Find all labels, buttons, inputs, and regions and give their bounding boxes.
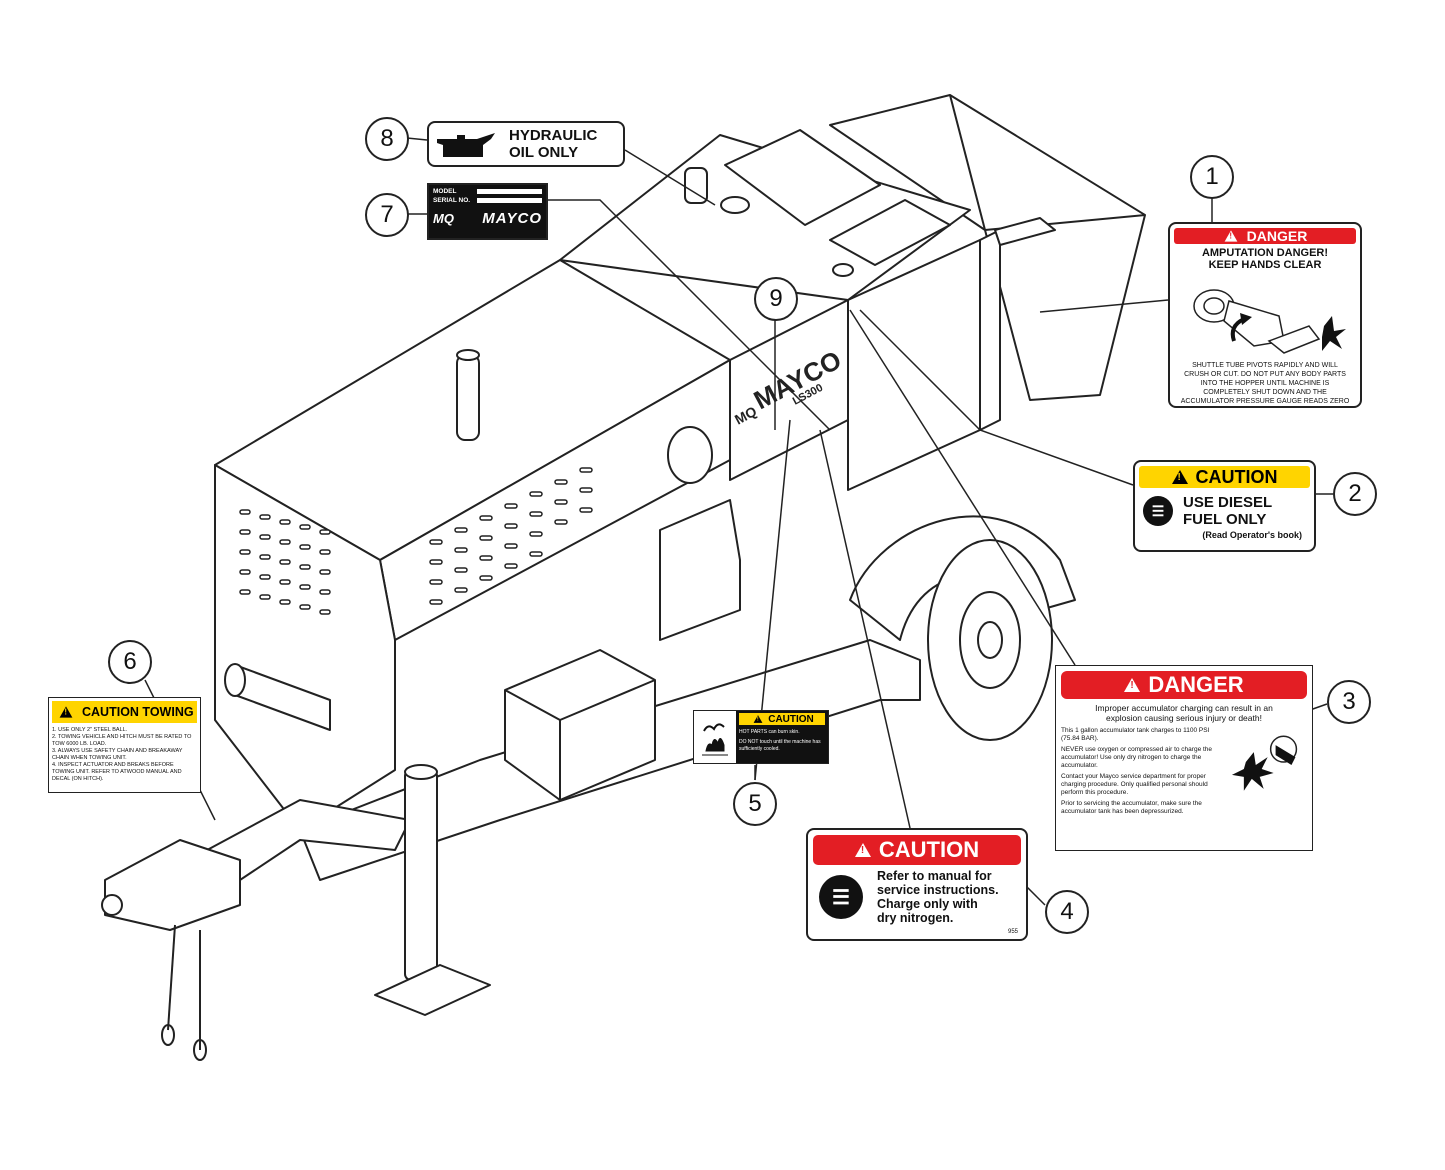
callout-7: 7	[365, 193, 409, 237]
model-field	[477, 189, 542, 194]
hot-parts-line-1: HOT PARTS can burn skin.	[739, 729, 800, 735]
nitrogen-code: 955	[1007, 929, 1018, 935]
mayco-logo: MAYCO	[482, 210, 542, 227]
leader-4	[819, 429, 911, 829]
decal-diesel-caution: CAUTION ☰ USE DIESEL FUEL ONLY (Read Ope…	[1133, 460, 1316, 552]
coupler	[104, 839, 241, 931]
diesel-line-1: USE DIESEL	[1183, 494, 1273, 511]
decal-hydraulic-oil: HYDRAULIC OIL ONLY	[427, 121, 625, 167]
hot-parts-line-2: DO NOT touch until the machine has suffi…	[739, 739, 821, 752]
serial-label: SERIAL NO.	[433, 197, 471, 204]
decal-amputation-danger: DANGER AMPUTATION DANGER! KEEP HANDS CLE…	[1168, 222, 1362, 408]
serial-field	[477, 198, 542, 203]
callout-2: 2	[1333, 472, 1377, 516]
callout-1: 1	[1190, 155, 1234, 199]
hot-surface-hand-icon	[694, 711, 736, 763]
leader-2	[859, 309, 1134, 486]
read-manual-icon: ☰	[1143, 496, 1173, 526]
callout-5: 5	[733, 782, 777, 826]
jack-stand	[404, 769, 438, 981]
callout-9: 9	[754, 277, 798, 321]
nitrogen-line-1: Refer to manual for	[877, 869, 992, 883]
read-manual-icon: ☰	[819, 875, 863, 919]
warning-triangle-icon	[1171, 470, 1188, 484]
callout-4: 4	[1045, 890, 1089, 934]
diesel-line-2: FUEL ONLY	[1183, 511, 1267, 528]
diesel-line-3: (Read Operator's book)	[1202, 530, 1302, 540]
amputation-body: SHUTTLE TUBE PIVOTS RAPIDLY AND WILL CRU…	[1180, 362, 1350, 405]
decal-accumulator-danger: DANGER Improper accumulator charging can…	[1055, 665, 1313, 851]
leader-8	[624, 149, 716, 206]
warning-triangle-icon	[753, 715, 763, 723]
towing-item-4: 4. INSPECT ACTUATOR AND BREAKS BEFORE TO…	[52, 762, 182, 782]
towing-item-1: 1. USE ONLY 2" STEEL BALL.	[52, 727, 128, 733]
leader-1	[1039, 299, 1169, 313]
hydraulic-line-2: OIL ONLY	[509, 144, 579, 161]
shuttle-tube-hand-icon	[1193, 289, 1346, 354]
amputation-title-1: AMPUTATION DANGER!	[1201, 247, 1329, 259]
caution-header: CAUTION	[1139, 466, 1310, 488]
oil-can-icon	[437, 133, 495, 157]
decal-towing-caution: CAUTION TOWING 1. USE ONLY 2" STEEL BALL…	[48, 697, 201, 793]
mq-logo: MQ	[433, 211, 454, 226]
caution-header: CAUTION	[813, 835, 1021, 865]
amputation-title-2: KEEP HANDS CLEAR	[1208, 259, 1322, 271]
danger-header: DANGER	[1061, 671, 1307, 699]
decal-nitrogen-caution: CAUTION ☰ Refer to manual for service in…	[806, 828, 1028, 941]
warning-triangle-icon	[1224, 230, 1238, 242]
accumulator-p4: Prior to servicing the accumulator, make…	[1061, 800, 1202, 815]
accumulator-intro-b: explosion causing serious injury or deat…	[1106, 713, 1262, 723]
decal-hot-parts-caution: CAUTION HOT PARTS can burn skin. DO NOT …	[693, 710, 829, 764]
leader-3	[849, 309, 1076, 666]
warning-triangle-icon	[1124, 678, 1141, 692]
towing-item-3: 3. ALWAYS USE SAFETY CHAIN AND BREAKAWAY…	[52, 748, 183, 761]
decal-serial-plate: MODEL SERIAL NO. MQ MAYCO	[427, 183, 548, 240]
warning-triangle-icon	[59, 706, 73, 718]
towing-item-2: 2. TOWING VEHICLE AND HITCH MUST BE RATE…	[52, 734, 192, 747]
callout-8: 8	[365, 117, 409, 161]
accumulator-intro-a: Improper accumulator charging can result…	[1095, 703, 1273, 713]
nitrogen-line-2: service instructions.	[877, 883, 999, 897]
battery	[504, 649, 656, 801]
callout-6: 6	[108, 640, 152, 684]
caution-header: CAUTION	[739, 713, 825, 725]
callout-3: 3	[1327, 680, 1371, 724]
warning-triangle-icon	[854, 843, 871, 857]
hydraulic-line-1: HYDRAULIC	[509, 127, 598, 144]
danger-header: DANGER	[1174, 228, 1356, 244]
caution-header: CAUTION TOWING	[52, 701, 197, 723]
nitrogen-line-3: Charge only with	[877, 897, 978, 911]
fender	[849, 515, 1076, 641]
nitrogen-line-4: dry nitrogen.	[877, 911, 954, 925]
accumulator-p1: This 1 gallon accumulator tank charges t…	[1061, 727, 1210, 742]
leader-7	[548, 199, 831, 431]
explosion-face-shield-icon	[1231, 735, 1297, 791]
model-label: MODEL	[433, 188, 457, 195]
accumulator-p2: NEVER use oxygen or compressed air to ch…	[1061, 746, 1213, 769]
accumulator-p3: Contact your Mayco service department fo…	[1061, 773, 1208, 796]
